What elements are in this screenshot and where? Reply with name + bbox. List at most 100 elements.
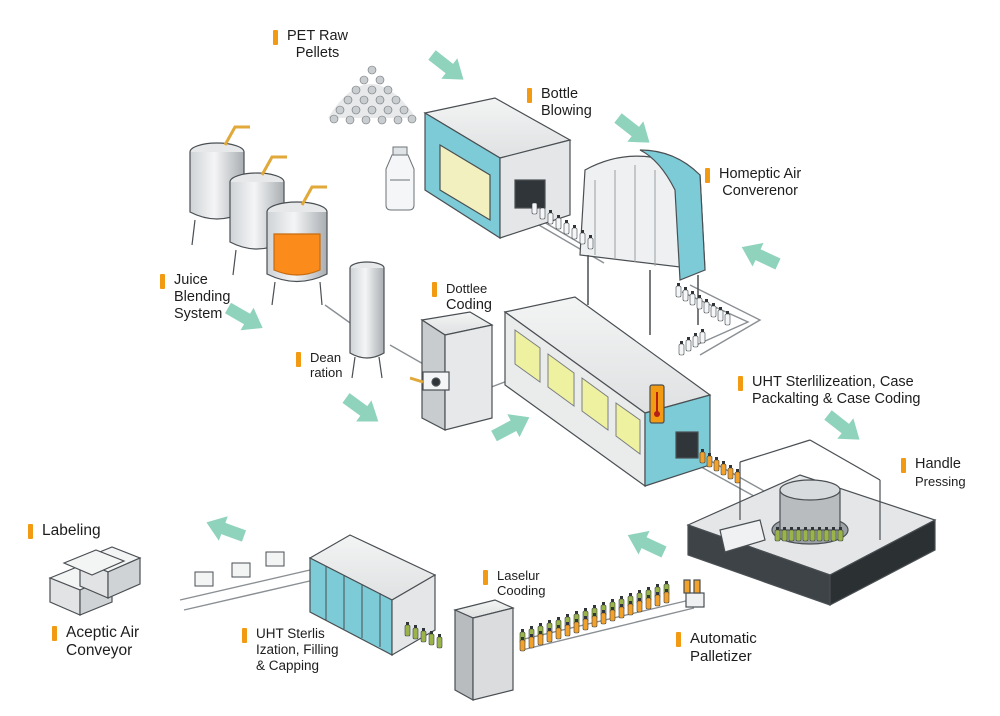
label-marker: [705, 168, 710, 183]
empty-bottle: [692, 335, 699, 348]
label-handle-pressing: Handle Pressing: [901, 456, 966, 490]
filled-bottle-cap: [539, 623, 542, 626]
filled-bottle-cap: [593, 605, 596, 608]
filled-bottle-cap-band: [636, 600, 643, 613]
filled-bottle-cap: [647, 587, 650, 590]
filled-bottle-cap: [825, 527, 828, 530]
empty-bottle-cap: [573, 225, 576, 228]
filled-bottle-cap: [811, 527, 814, 530]
flow-arrow-palletizer-to-filling: [627, 530, 667, 558]
filled-bottle-cap-band: [537, 633, 544, 646]
empty-bottle-cap: [712, 303, 715, 306]
filled-bottle-cap: [620, 596, 623, 599]
filled-bottle: [404, 624, 411, 637]
filled-bottle-cap: [776, 527, 779, 530]
filled-bottle-cap-band-cap: [539, 631, 542, 634]
filled-bottle-cap-band: [591, 615, 598, 628]
label-marker: [483, 570, 488, 585]
filled-bottle-cap-band: [654, 594, 661, 607]
label-marker: [296, 352, 301, 367]
empty-bottle-cap: [557, 215, 560, 218]
empty-bottle: [703, 301, 710, 314]
laser-coding-cabinet: [453, 599, 515, 702]
empty-bottle-cap: [565, 220, 568, 223]
filled-bottle: [802, 529, 809, 542]
filled-bottle-cap-band-cap: [575, 619, 578, 622]
filled-bottle-cap-band: [582, 618, 589, 631]
empty-bottle: [678, 343, 685, 356]
labeling-stacked-boxes: [48, 546, 142, 616]
label-marker: [273, 30, 278, 45]
label-line: Palletizer: [690, 648, 752, 665]
label-marker: [901, 458, 906, 473]
filled-bottle-cap-band-cap: [620, 604, 623, 607]
filled-bottle-cap: [406, 622, 409, 625]
label-pet-raw-pellets: PET Raw Pellets: [273, 28, 348, 62]
label-line: Ization, Filling: [256, 642, 339, 657]
empty-bottle: [547, 212, 554, 225]
empty-bottle: [710, 305, 717, 318]
label-line: Handle: [915, 456, 961, 472]
flow-arrows: [206, 50, 860, 558]
label-bottle-blowing: Bottle Blowing: [527, 86, 592, 120]
empty-bottle-cap: [581, 230, 584, 233]
empty-bottle: [563, 222, 570, 235]
filled-bottle-cap: [611, 599, 614, 602]
filled-bottle-cap: [729, 465, 732, 468]
label-line: Automatic: [690, 630, 757, 647]
filled-bottle-cap: [722, 461, 725, 464]
filled-bottle-cap-band: [519, 639, 526, 652]
label-labeling: Labeling: [28, 522, 101, 539]
label-marker: [738, 376, 743, 391]
filled-bottle-cap-band: [546, 630, 553, 643]
flow-arrow-deaeration-to-coding: [342, 393, 379, 422]
label-line: ration: [310, 365, 343, 380]
label-line: Pressing: [915, 474, 966, 489]
empty-bottle: [696, 297, 703, 310]
filled-bottle: [795, 529, 802, 542]
filled-bottle-cap-band-cap: [656, 592, 659, 595]
label-line: Blending: [174, 289, 231, 305]
filled-bottle: [720, 463, 727, 476]
label-line: Laselur: [497, 568, 540, 583]
filled-bottle-cap-band-cap: [647, 595, 650, 598]
empty-bottle-cap: [705, 299, 708, 302]
filled-bottle-cap-band: [645, 597, 652, 610]
filled-bottle-cap-band-cap: [521, 637, 524, 640]
filled-bottle: [774, 529, 781, 542]
flow-arrow-into-conveyor-return: [741, 242, 781, 270]
filled-bottle-cap-band: [627, 603, 634, 616]
bottle-rows: [404, 200, 844, 652]
empty-bottle: [682, 289, 689, 302]
filled-bottle-cap: [422, 628, 425, 631]
deaeration-vessel: [349, 261, 385, 379]
filled-bottle: [837, 529, 844, 542]
empty-bottle: [675, 285, 682, 298]
filled-bottle-cap: [656, 584, 659, 587]
label-marker: [28, 524, 33, 539]
filled-bottle-cap: [557, 617, 560, 620]
label-line: Juice: [174, 272, 208, 288]
label-line: Coding: [446, 297, 492, 313]
empty-bottle-cap: [719, 307, 722, 310]
label-aseptic-air-conveyor: Aceptic Air Conveyor: [52, 624, 139, 660]
filled-bottle-cap-band-cap: [530, 634, 533, 637]
filled-bottle-cap: [736, 469, 739, 472]
empty-bottle: [571, 227, 578, 240]
label-deaeration: Dean ration: [296, 350, 343, 380]
filled-bottle: [706, 455, 713, 468]
flow-arrow-blending-to-deaeration: [225, 302, 263, 331]
filled-bottle: [428, 633, 435, 646]
filled-bottle-cap-band: [555, 627, 562, 640]
empty-bottle: [689, 293, 696, 306]
filled-bottle-cap-band-cap: [611, 607, 614, 610]
filled-bottle-cap: [575, 611, 578, 614]
empty-bottle-cap: [726, 311, 729, 314]
flow-arrow-blowing-to-conveyor: [614, 113, 650, 143]
label-line: Dottlee: [446, 281, 488, 296]
filled-bottle-cap-band: [564, 624, 571, 637]
filled-bottle: [823, 529, 830, 542]
filled-bottle: [830, 529, 837, 542]
